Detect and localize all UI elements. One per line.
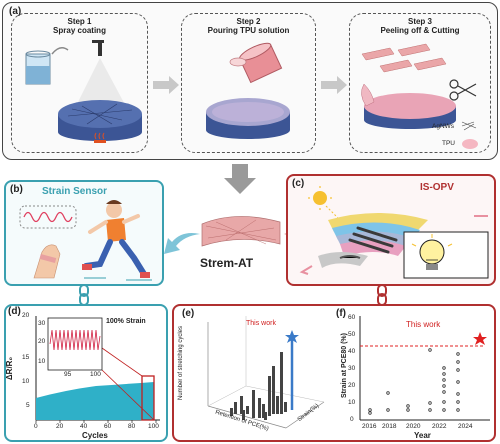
z-axis-label: Number of stretching cycles	[178, 325, 185, 401]
arrow-left-icon	[164, 233, 200, 254]
is-opv-title: IS-OPV	[420, 182, 454, 193]
step-1-subtitle: Spray coating	[53, 26, 106, 35]
spray-coating-illustration	[25, 40, 142, 143]
xtick: 0	[34, 423, 38, 430]
pouring-tpu-illustration	[206, 42, 290, 139]
star-icon	[473, 332, 487, 345]
arrow-down-icon	[224, 164, 256, 194]
ytick-f: 0	[350, 416, 354, 423]
ytick-f: 40	[348, 348, 356, 355]
step-3-box: Step 3 Peeling off & Cutting	[349, 13, 491, 153]
chain-link-icon	[377, 284, 387, 306]
inset-ytick: 20	[38, 338, 46, 345]
panel-a-label: (a)	[9, 6, 22, 17]
ytick: 5	[26, 402, 30, 409]
inset-ytick: 30	[38, 320, 46, 327]
3d-bar-chart	[207, 316, 325, 429]
ytick-f: 50	[348, 331, 356, 338]
xtick: 60	[104, 423, 112, 430]
agnws-legend-label: AgNWs	[432, 123, 455, 130]
ytick: 20	[22, 312, 30, 319]
strem-at-film	[201, 216, 281, 247]
panel-c: (c) IS-OPV	[286, 174, 496, 286]
inset-strain-label: 100% Strain	[106, 318, 146, 325]
inset-xtick: 100	[90, 371, 101, 378]
y-axis-label-f: Strain at PCE80 (%)	[340, 333, 348, 398]
panel-d-label: (d)	[8, 306, 21, 317]
x-axis-label: Cycles	[82, 431, 108, 440]
step-2-box: Step 2 Pouring TPU solution	[181, 13, 316, 153]
panel-f-label: (f)	[336, 308, 346, 319]
step-2-title: Step 2	[236, 17, 261, 26]
xtick: 100	[148, 423, 159, 430]
step-3-subtitle: Peeling off & Cutting	[380, 26, 460, 35]
panel-b-label: (b)	[10, 184, 23, 195]
inset-xtick: 95	[64, 371, 72, 378]
xtick-f: 2022	[432, 423, 447, 430]
panel-e-label: (e)	[182, 308, 195, 319]
tpu-legend-label: TPU	[442, 140, 455, 147]
xtick-f: 2018	[382, 423, 397, 430]
step-1-box: Step 1 Spray coating	[11, 13, 148, 153]
xtick: 80	[128, 423, 136, 430]
ytick-f: 30	[348, 365, 356, 372]
xtick-f: 2016	[362, 423, 377, 430]
is-opv-illustration	[299, 186, 489, 279]
inset-ytick: 10	[38, 358, 46, 365]
step-1-title: Step 1	[67, 17, 92, 26]
ytick-f: 60	[348, 314, 356, 321]
xtick-f: 2024	[458, 423, 473, 430]
strem-at-label: Strem-AT	[200, 256, 254, 270]
ytick: 15	[22, 354, 30, 361]
arrow-right-icon	[321, 76, 347, 94]
step-2-subtitle: Pouring TPU solution	[207, 26, 290, 35]
y-axis-label: ΔR/R₀	[5, 356, 15, 381]
panel-b: (b) Strain Sensor	[4, 180, 164, 286]
xtick-f: 2020	[406, 423, 421, 430]
x-axis-label-f: Year	[414, 431, 431, 440]
panel-ef: (e) This work Number of stretching cycle…	[172, 304, 496, 442]
this-work-annotation-e: This work	[246, 320, 276, 327]
panel-a: (a) Step 1 Spray coating	[2, 2, 498, 160]
strain-year-scatter	[359, 316, 490, 421]
arrow-right-icon	[153, 76, 179, 94]
ytick: 10	[22, 378, 30, 385]
scissors-icon	[449, 79, 477, 101]
cycling-response-chart	[35, 316, 160, 423]
xtick: 40	[80, 423, 88, 430]
ytick-f: 10	[348, 399, 356, 406]
panel-c-label: (c)	[292, 178, 305, 189]
strain-sensor-title: Strain Sensor	[42, 186, 108, 197]
strain-sensor-illustration	[19, 200, 152, 281]
this-work-annotation-f: This work	[406, 320, 441, 329]
ytick-f: 20	[348, 382, 356, 389]
xtick: 20	[56, 423, 64, 430]
chain-link-icon	[79, 284, 89, 306]
star-icon	[285, 330, 299, 343]
step-3-title: Step 3	[407, 17, 432, 26]
panel-d: (d) 100% Strain 95 100 30 20 10 5 10 15 …	[4, 304, 168, 442]
peeling-cutting-illustration	[361, 43, 478, 149]
